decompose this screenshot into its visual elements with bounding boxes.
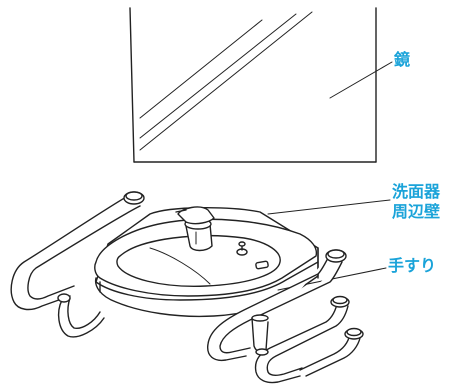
left-handrail (10, 191, 145, 338)
basin-wall-label-line2: 周辺壁 (392, 202, 441, 221)
handrail-label: 手すり (388, 256, 437, 275)
faucet (175, 206, 248, 256)
basin-wall-label: 洗面器 周辺壁 (392, 182, 440, 222)
right-handrail (207, 249, 364, 384)
mirror-label: 鏡 (394, 50, 411, 69)
mirror (129, 7, 377, 163)
basin-wall-label-line1: 洗面器 (392, 182, 441, 201)
